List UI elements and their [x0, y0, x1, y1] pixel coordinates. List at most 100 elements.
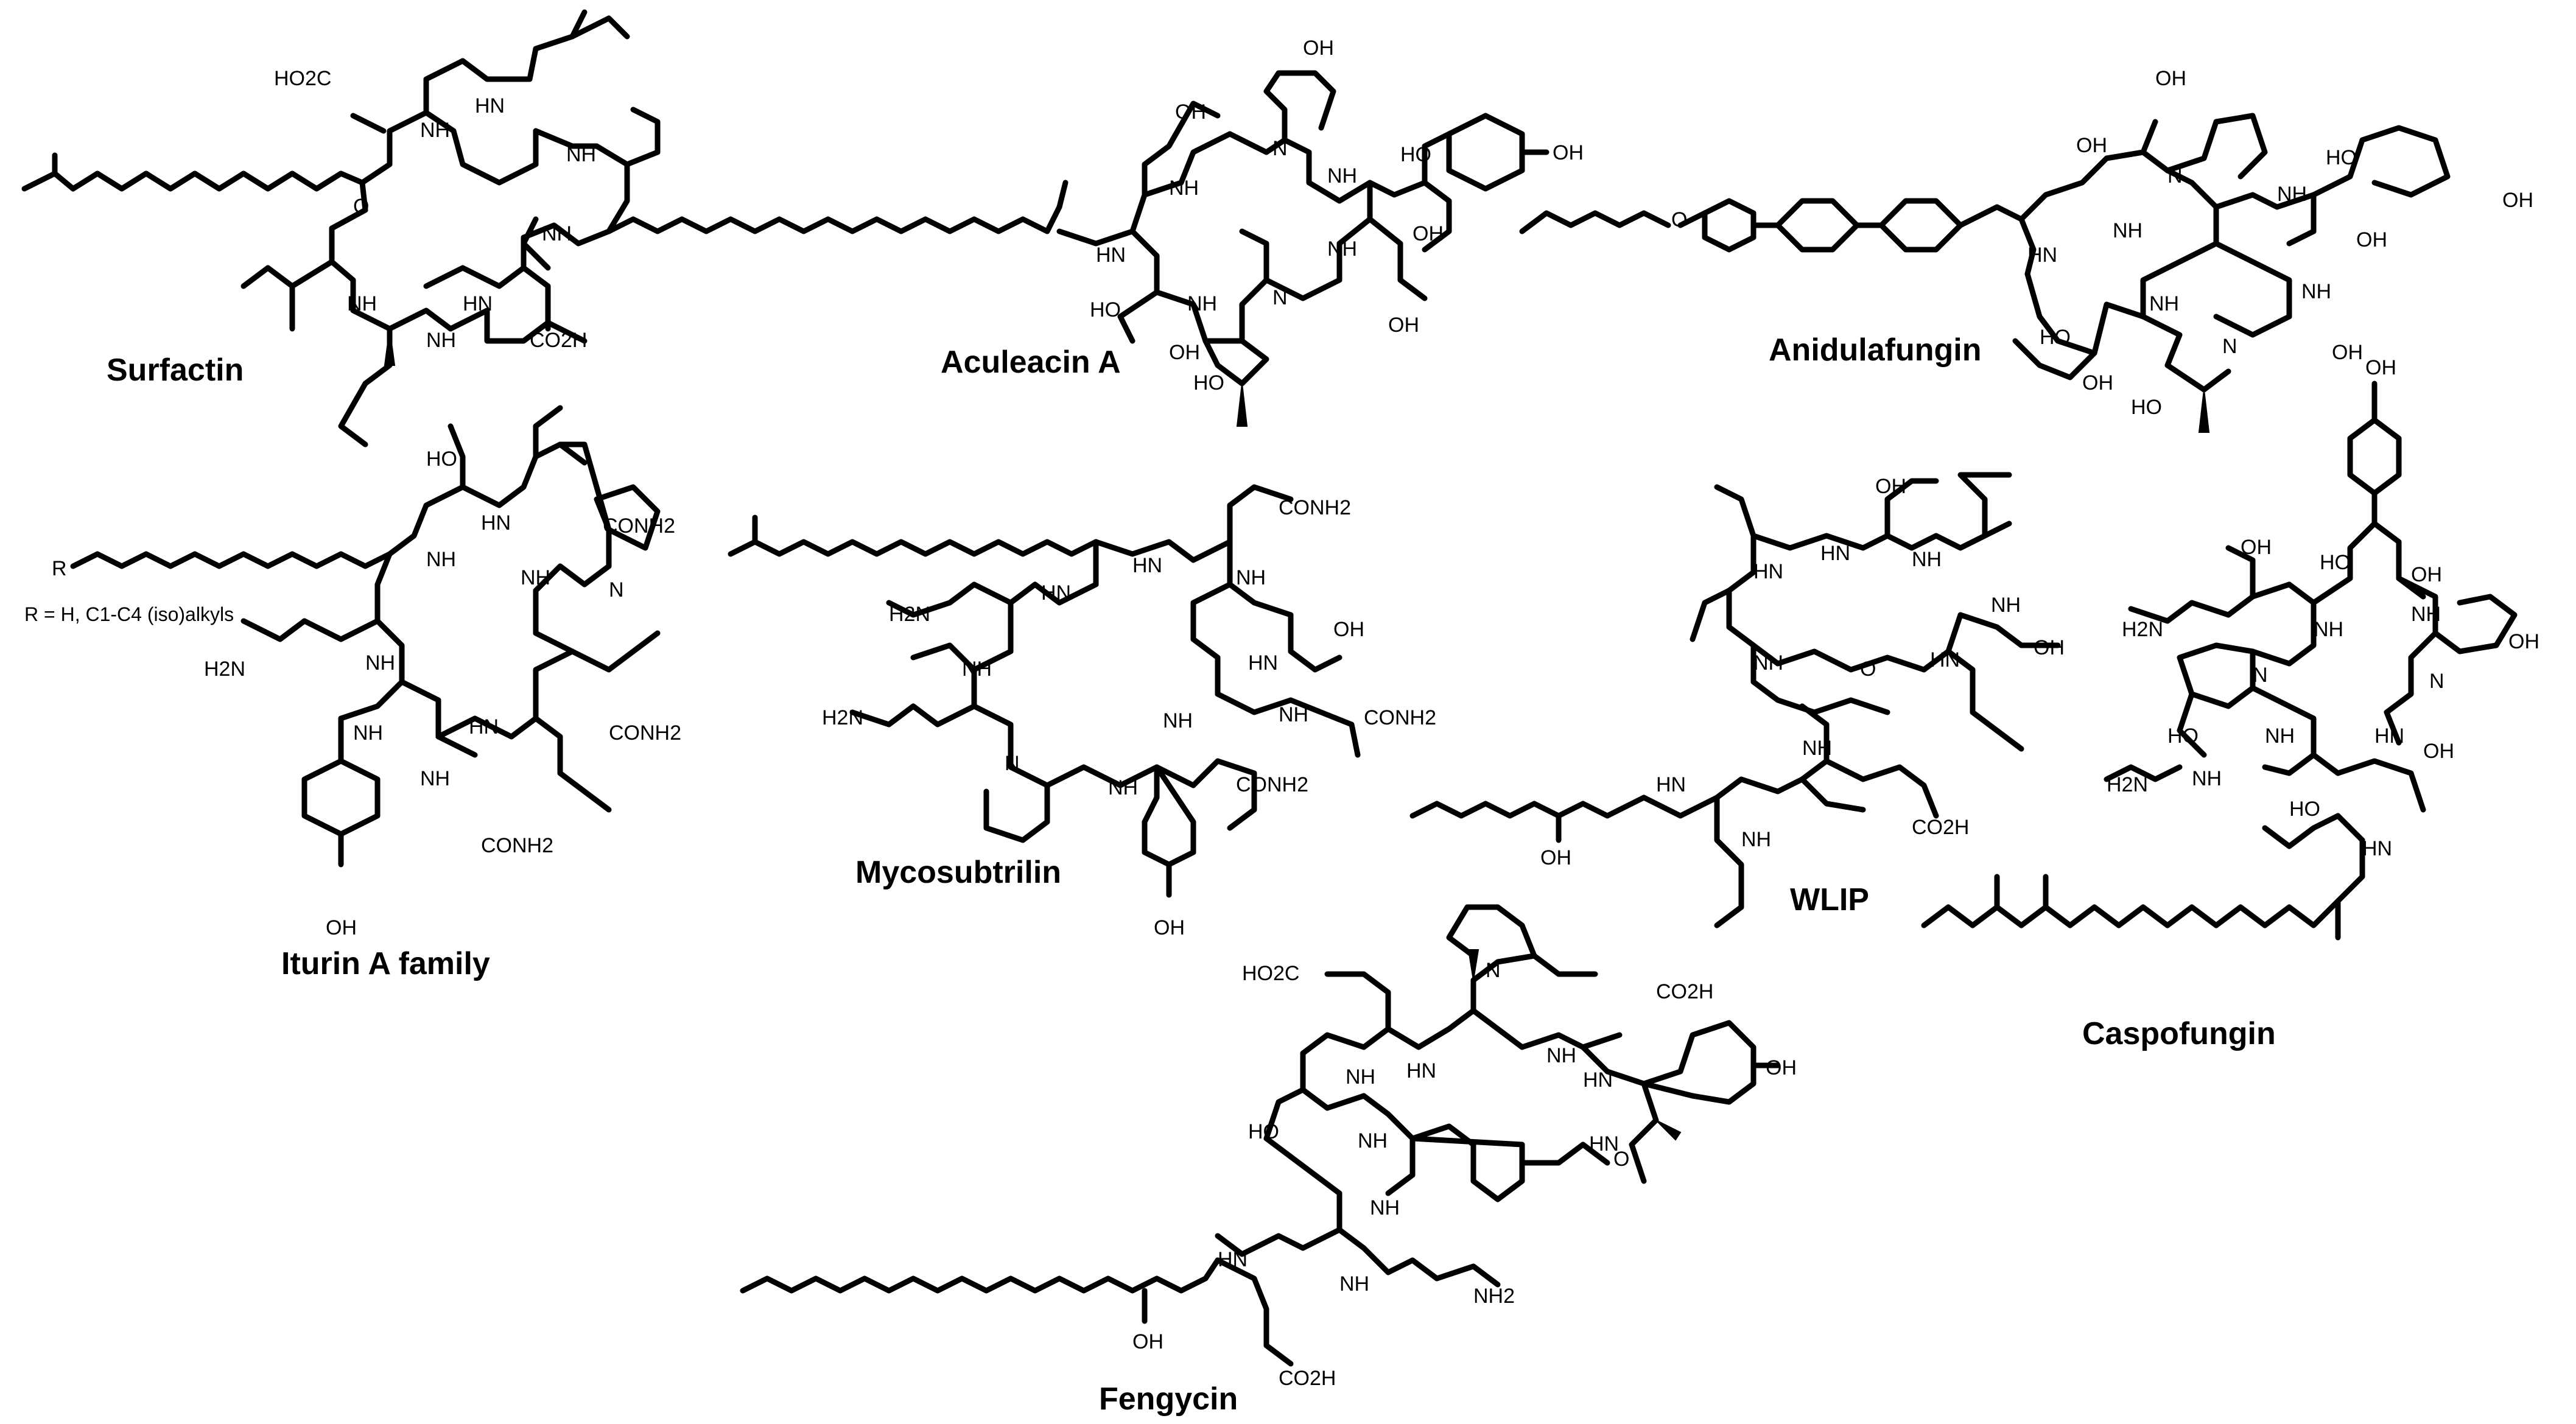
iturin-conh2-2-label: CONH2: [609, 721, 681, 745]
caspofungin-oh-4-label: OH: [2508, 630, 2539, 653]
aculeacin-oh-2-label: OH: [1175, 100, 1206, 124]
aculeacin-hn-label: HN: [1096, 244, 1126, 267]
fengycin-nh4-label: NH: [1370, 1196, 1400, 1219]
iturin-r-label: R: [52, 557, 67, 580]
surfactin-co2h-label: CO2H: [530, 329, 587, 352]
wlip-nh5-label: NH: [1741, 828, 1771, 851]
caspofungin-ho-label: HO: [2320, 551, 2351, 574]
aculeacin-nh-label: NH: [1327, 164, 1357, 188]
fengycin-hn2-label: HN: [1583, 1068, 1613, 1092]
iturin-h2n-label: H2N: [204, 658, 245, 681]
fengycin-nh3-label: NH: [1358, 1129, 1388, 1152]
caspofungin-n2-label: N: [2429, 670, 2444, 693]
wlip-nh-label: NH: [1912, 548, 1942, 571]
fengycin-hn4-label: HN: [1218, 1248, 1248, 1271]
fengycin-ho-label: HO: [1248, 1120, 1279, 1143]
surfactin-o-label: O: [353, 195, 369, 218]
surfactin-nh-label: NH: [420, 119, 450, 142]
wlip-co2h-label: CO2H: [1912, 816, 1969, 839]
aculeacin-n-label: N: [1272, 137, 1288, 160]
caspofungin-n-label: N: [2253, 664, 2268, 687]
iturin-nh4-label: NH: [353, 721, 383, 745]
wlip-name: WLIP: [1790, 882, 1869, 917]
caspofungin-structure: OH OH HO OH H2N NH NH N OH N HO NH HN OH…: [1921, 356, 2539, 1051]
mycosubtrilin-nh5-label: NH: [1108, 776, 1138, 799]
caspofungin-ho-2-label: HO: [2167, 724, 2199, 748]
wlip-nh2-label: NH: [1991, 594, 2021, 617]
iturin-conh2-1-label: CONH2: [603, 514, 675, 538]
aculeacin-nh2-label: NH: [1169, 177, 1199, 200]
iturin-hn-label: HN: [481, 511, 511, 535]
caspofungin-hn2-label: HN: [2362, 837, 2392, 860]
caspofungin-oh-top-label: OH: [2365, 356, 2396, 379]
fengycin-ho2c-label: HO2C: [1242, 962, 1299, 985]
fengycin-hn-label: HN: [1406, 1059, 1436, 1082]
surfactin-structure: HO2C NH HN NH NH NH NH HN CO2H O Surfact…: [21, 9, 661, 447]
iturin-name: Iturin A family: [281, 946, 490, 981]
fengycin-oh-phenol-label: OH: [1766, 1056, 1797, 1079]
caspofungin-oh-5-label: OH: [2423, 740, 2454, 763]
fengycin-n-label: N: [1486, 959, 1501, 982]
anidulafungin-n-label: N: [2167, 164, 2183, 188]
fengycin-co2h-1-label: CO2H: [1656, 980, 1713, 1003]
anidulafungin-structure: OH OH N NH HO OH OH O HN NH NH NH N HO O…: [1519, 67, 2533, 433]
aculeacin-oh-6-label: OH: [1388, 314, 1419, 337]
surfactin-nh4-label: NH: [347, 292, 377, 315]
anidulafungin-ho-2-label: HO: [2040, 326, 2071, 349]
wlip-o-label: O: [1860, 658, 1876, 681]
wlip-nh4-label: NH: [1802, 737, 1832, 760]
mycosubtrilin-nh2-label: NH: [962, 658, 992, 681]
surfactin-nh2-label: NH: [566, 143, 596, 166]
wlip-hn4-label: HN: [1656, 773, 1686, 796]
aculeacin-name: Aculeacin A: [941, 345, 1121, 380]
mycosubtrilin-hn3-label: HN: [1248, 651, 1278, 675]
surfactin-ho2c-label: HO2C: [274, 67, 331, 90]
aculeacin-structure: OH OH N NH HO OH OH HN NH NH NH HO OH N …: [606, 37, 1584, 427]
mycosubtrilin-hn-label: HN: [1132, 554, 1162, 577]
surfactin-nh5-label: NH: [426, 329, 456, 352]
iturin-ho-label: HO: [426, 447, 457, 471]
mycosubtrilin-hn2-label: HN: [1041, 581, 1071, 605]
anidulafungin-n2-label: N: [2222, 335, 2237, 358]
mycosubtrilin-oh-label: OH: [1333, 618, 1364, 641]
surfactin-name: Surfactin: [107, 352, 244, 388]
caspofungin-name: Caspofungin: [2082, 1016, 2276, 1051]
fengycin-nh5-label: NH: [1339, 1272, 1369, 1296]
anidulafungin-oh-2-label: OH: [2076, 134, 2107, 157]
wlip-oh-2-label: OH: [2034, 636, 2065, 659]
iturin-n-label: N: [609, 578, 624, 602]
wlip-hn2-label: HN: [1753, 560, 1783, 583]
anidulafungin-hn-label: HN: [2027, 244, 2057, 267]
wlip-oh-3-label: OH: [1540, 846, 1571, 869]
caspofungin-nh3-label: NH: [2265, 724, 2295, 748]
anidulafungin-ho-label: HO: [2326, 146, 2357, 169]
aculeacin-oh-5-label: OH: [1169, 341, 1200, 364]
anidulafungin-oh-4-label: OH: [2082, 371, 2113, 395]
mycosubtrilin-structure: CONH2 HN NH H2N HN OH NH HN H2N NH NH CO…: [728, 484, 1436, 939]
anidulafungin-oh-5-label: OH: [2332, 341, 2363, 364]
mycosubtrilin-conh2-1-label: CONH2: [1279, 496, 1351, 519]
anidulafungin-nh-label: NH: [2277, 183, 2307, 206]
mycosubtrilin-nh3-label: NH: [1163, 709, 1193, 732]
anidulafungin-nh2-label: NH: [2113, 219, 2143, 242]
iturin-oh-label: OH: [326, 916, 357, 939]
iturin-conh2-3-label: CONH2: [481, 834, 553, 857]
anidulafungin-ho-3-label: HO: [2131, 396, 2162, 419]
mycosubtrilin-nh4-label: NH: [1279, 703, 1308, 726]
wlip-oh-1-label: OH: [1875, 475, 1906, 498]
wlip-hn3-label: HN: [1930, 648, 1960, 672]
iturin-nh5-label: NH: [420, 767, 450, 790]
iturin-nh3-label: NH: [365, 651, 395, 675]
fengycin-nh-label: NH: [1346, 1065, 1375, 1089]
aculeacin-oh-phenol-label: OH: [1553, 141, 1584, 164]
anidulafungin-name: Anidulafungin: [1769, 332, 1981, 368]
fengycin-hn3-label: HN: [1589, 1132, 1619, 1156]
wlip-nh3-label: NH: [1753, 651, 1783, 675]
aculeacin-oh-3-label: HO: [1400, 143, 1431, 166]
fengycin-nh2-label: NH: [1546, 1044, 1576, 1067]
iturin-structure: R R = H, C1-C4 (iso)alkyls HO NH HN CONH…: [24, 405, 681, 981]
mycosubtrilin-n-label: N: [1005, 752, 1020, 775]
mycosubtrilin-oh-2-label: OH: [1154, 916, 1185, 939]
wlip-hn-label: HN: [1820, 542, 1850, 565]
